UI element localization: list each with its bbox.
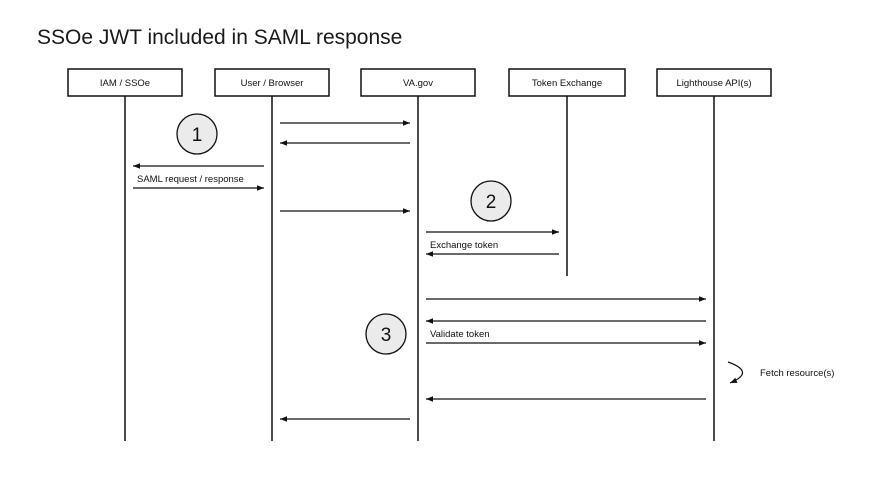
- step-marker-1: 1: [176, 113, 218, 155]
- actor-iam: IAM / SSOe: [67, 68, 183, 97]
- actors: IAM / SSOe User / Browser VA.gov Token Exch…: [67, 68, 772, 97]
- message-4: SAML request / response: [133, 174, 264, 191]
- actor-user: User / Browser: [214, 68, 330, 97]
- message-label: Validate token: [430, 329, 490, 340]
- diagram-title: SSOe JWT included in SAML response: [37, 26, 402, 49]
- actor-box-token: [508, 68, 626, 97]
- actor-box-user: [214, 68, 330, 97]
- actor-token: Token Exchange: [508, 68, 626, 97]
- actor-label-lighthouse: Lighthouse API(s): [677, 78, 752, 89]
- step-number: 2: [486, 192, 497, 213]
- actor-box-iam: [67, 68, 183, 97]
- actor-label-iam: IAM / SSOe: [100, 78, 150, 89]
- message-7: Exchange token: [426, 240, 559, 257]
- message-label: Fetch resource(s): [760, 368, 834, 379]
- step-circle: [470, 180, 512, 222]
- step-marker-3: 3: [365, 313, 407, 355]
- step-marker-2: 2: [470, 180, 512, 222]
- message-10: Validate token: [426, 329, 706, 346]
- actor-label-user: User / Browser: [241, 78, 304, 89]
- actor-va: VA.gov: [360, 68, 476, 97]
- step-number: 3: [381, 325, 392, 346]
- message-label: Exchange token: [430, 240, 498, 251]
- actor-box-va: [360, 68, 476, 97]
- actor-box-lighthouse: [656, 68, 772, 97]
- actor-label-va: VA.gov: [403, 78, 433, 89]
- step-circle: [176, 113, 218, 155]
- lifelines: [124, 96, 715, 441]
- message-label: SAML request / response: [137, 174, 244, 185]
- step-number: 1: [192, 125, 203, 146]
- step-circle: [365, 313, 407, 355]
- step-markers: 1 2 3: [176, 113, 512, 355]
- actor-label-token: Token Exchange: [532, 78, 602, 89]
- message-11: Fetch resource(s): [727, 361, 834, 384]
- self-message-arrow: [727, 361, 744, 384]
- actor-lighthouse: Lighthouse API(s): [656, 68, 772, 97]
